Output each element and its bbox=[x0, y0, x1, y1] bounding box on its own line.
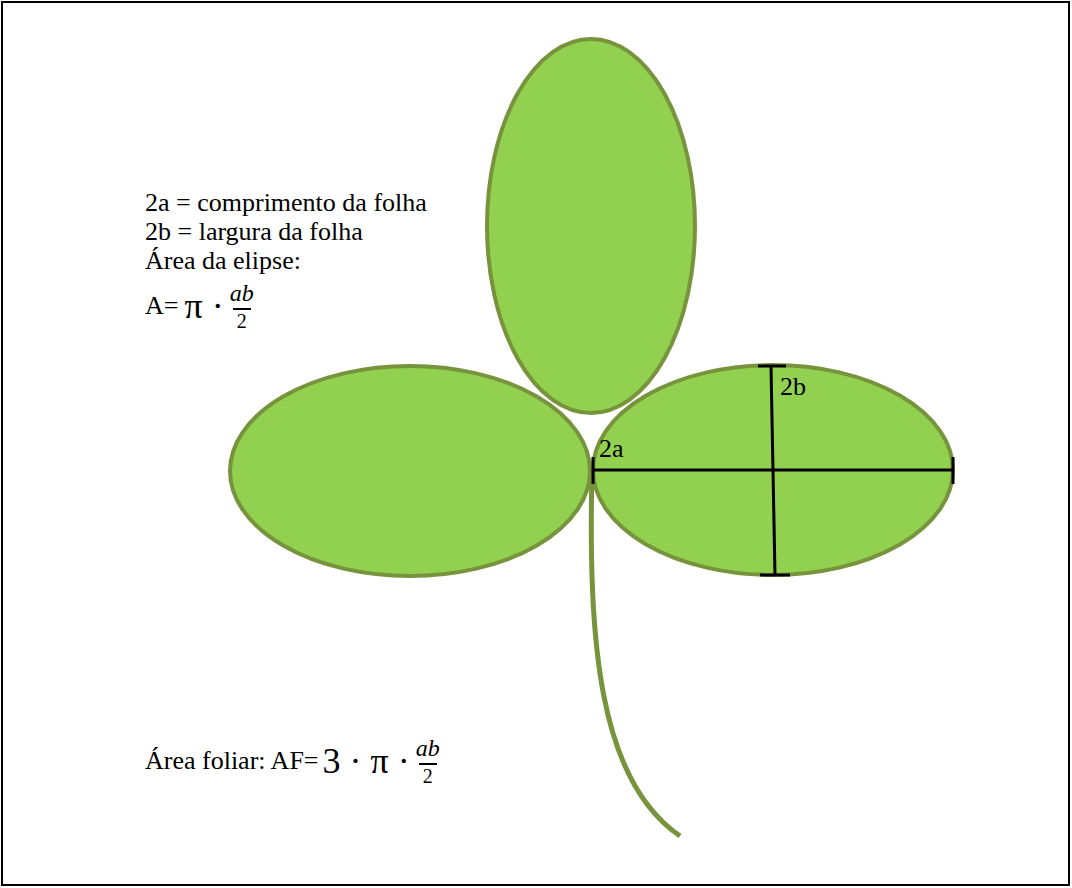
length-tick bbox=[952, 457, 955, 484]
left-leaf bbox=[230, 366, 590, 576]
text-row: 2b bbox=[780, 372, 806, 402]
label-text: Área da elipse: bbox=[145, 246, 301, 276]
label: 2b bbox=[780, 372, 806, 402]
text-row: 2b = largura da folha bbox=[145, 217, 363, 247]
text-row: Área da elipse: bbox=[145, 246, 301, 276]
label-text: Área foliar: AF= bbox=[145, 746, 319, 776]
label: 3 · π · bbox=[323, 741, 410, 782]
fraction-stack: ab2 bbox=[230, 280, 254, 333]
label: A= bbox=[145, 291, 184, 321]
label-text: 2a bbox=[599, 434, 624, 464]
width-tick bbox=[758, 365, 786, 368]
text-row: 2a bbox=[599, 434, 624, 464]
label-text: 2b bbox=[780, 372, 806, 402]
label-text: π · bbox=[184, 286, 223, 327]
label-text: 2a = comprimento da folha bbox=[145, 188, 427, 218]
label-text: 2 bbox=[419, 763, 437, 788]
label: Área da elipse: bbox=[145, 246, 301, 276]
fraction-stack: ab2 bbox=[416, 735, 440, 788]
label-text: 2 bbox=[233, 308, 251, 333]
label-text: A= bbox=[145, 291, 178, 321]
text-row: Área foliar: AF=3 · π ·ab2 bbox=[145, 735, 440, 788]
width-line bbox=[771, 366, 775, 575]
label-text: 3 · π · bbox=[323, 741, 410, 782]
label: 2b = largura da folha bbox=[145, 217, 363, 247]
label-text: 2b = largura da folha bbox=[145, 217, 363, 247]
top-leaf bbox=[487, 39, 695, 413]
label: π · bbox=[184, 286, 223, 327]
fraction: ab2 bbox=[224, 280, 254, 333]
dimension-lines bbox=[593, 366, 953, 575]
width-tick bbox=[760, 574, 790, 577]
label: 2a bbox=[599, 434, 624, 464]
label: Área foliar: AF= bbox=[145, 746, 323, 776]
label: 2a = comprimento da folha bbox=[145, 188, 427, 218]
label-text: ab bbox=[230, 280, 254, 308]
text-row: 2a = comprimento da folha bbox=[145, 188, 427, 218]
text-row: A=π ·ab2 bbox=[145, 280, 254, 333]
right-leaf bbox=[593, 365, 953, 575]
length-tick bbox=[592, 457, 595, 484]
fraction: ab2 bbox=[410, 735, 440, 788]
label-text: ab bbox=[416, 735, 440, 763]
